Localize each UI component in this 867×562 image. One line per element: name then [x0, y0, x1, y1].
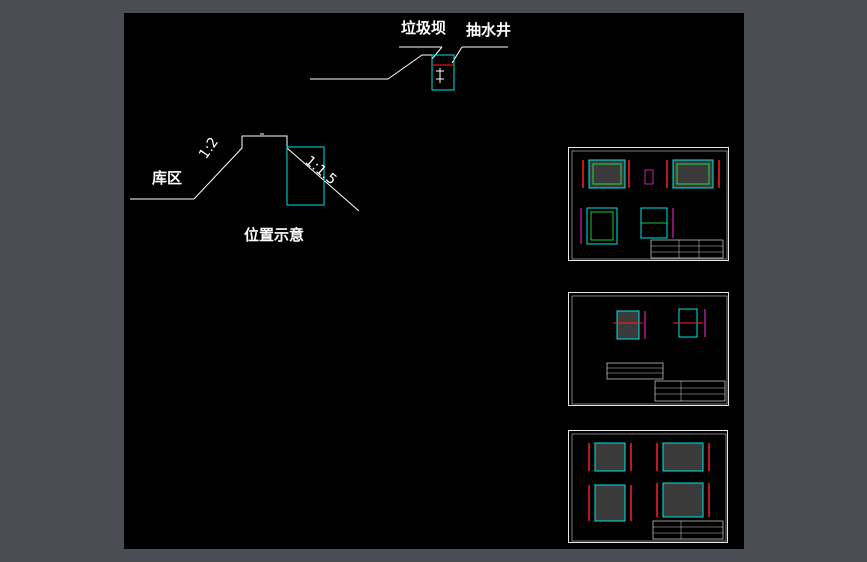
thumbnail-sheet-2[interactable] — [568, 292, 729, 406]
drawing-canvas[interactable]: 垃圾坝 抽水井 库区 1:2 1:1.5 位置示意 — [124, 13, 744, 549]
position-diagram — [130, 46, 508, 212]
thumbnail-sheet-2-drawing — [571, 295, 728, 405]
section-well-box — [286, 146, 325, 206]
leader-dam-diag — [431, 46, 443, 60]
top-well-box — [431, 54, 455, 91]
thumbnail-sheet-1[interactable] — [568, 147, 729, 261]
label-caption: 位置示意 — [244, 226, 305, 244]
label-dam: 垃圾坝 — [401, 19, 447, 37]
thumbnail-sheet-3-drawing — [571, 433, 727, 542]
label-reservoir: 库区 — [152, 169, 183, 187]
thumbnail-sheet-3[interactable] — [568, 430, 728, 543]
thumbnail-sheet-1-drawing — [571, 150, 728, 260]
label-well: 抽水井 — [466, 21, 512, 39]
